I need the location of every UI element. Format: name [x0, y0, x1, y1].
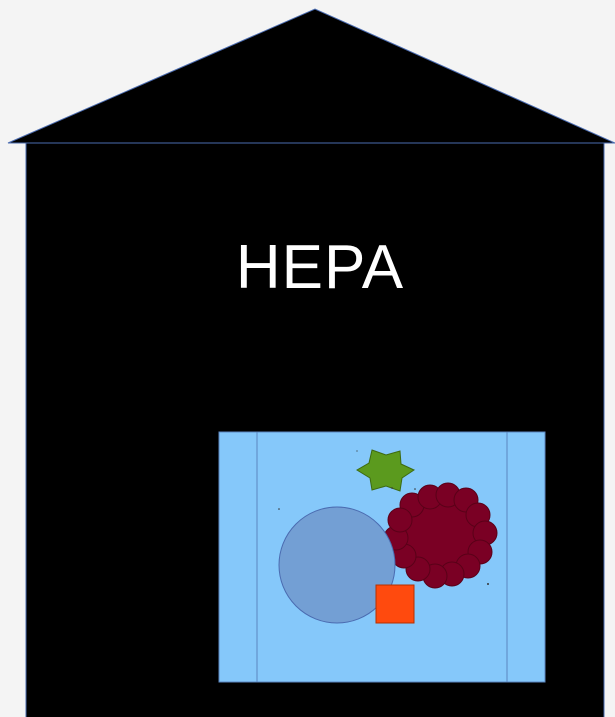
cluster-particle [383, 482, 498, 589]
square-particle [375, 584, 415, 624]
star-particle [356, 449, 416, 492]
dust-specks [278, 450, 489, 585]
round-particle [278, 506, 396, 624]
house-roof [7, 8, 615, 144]
diagram-title: HEPA [235, 233, 405, 302]
hepa-filter-panel [218, 431, 546, 683]
